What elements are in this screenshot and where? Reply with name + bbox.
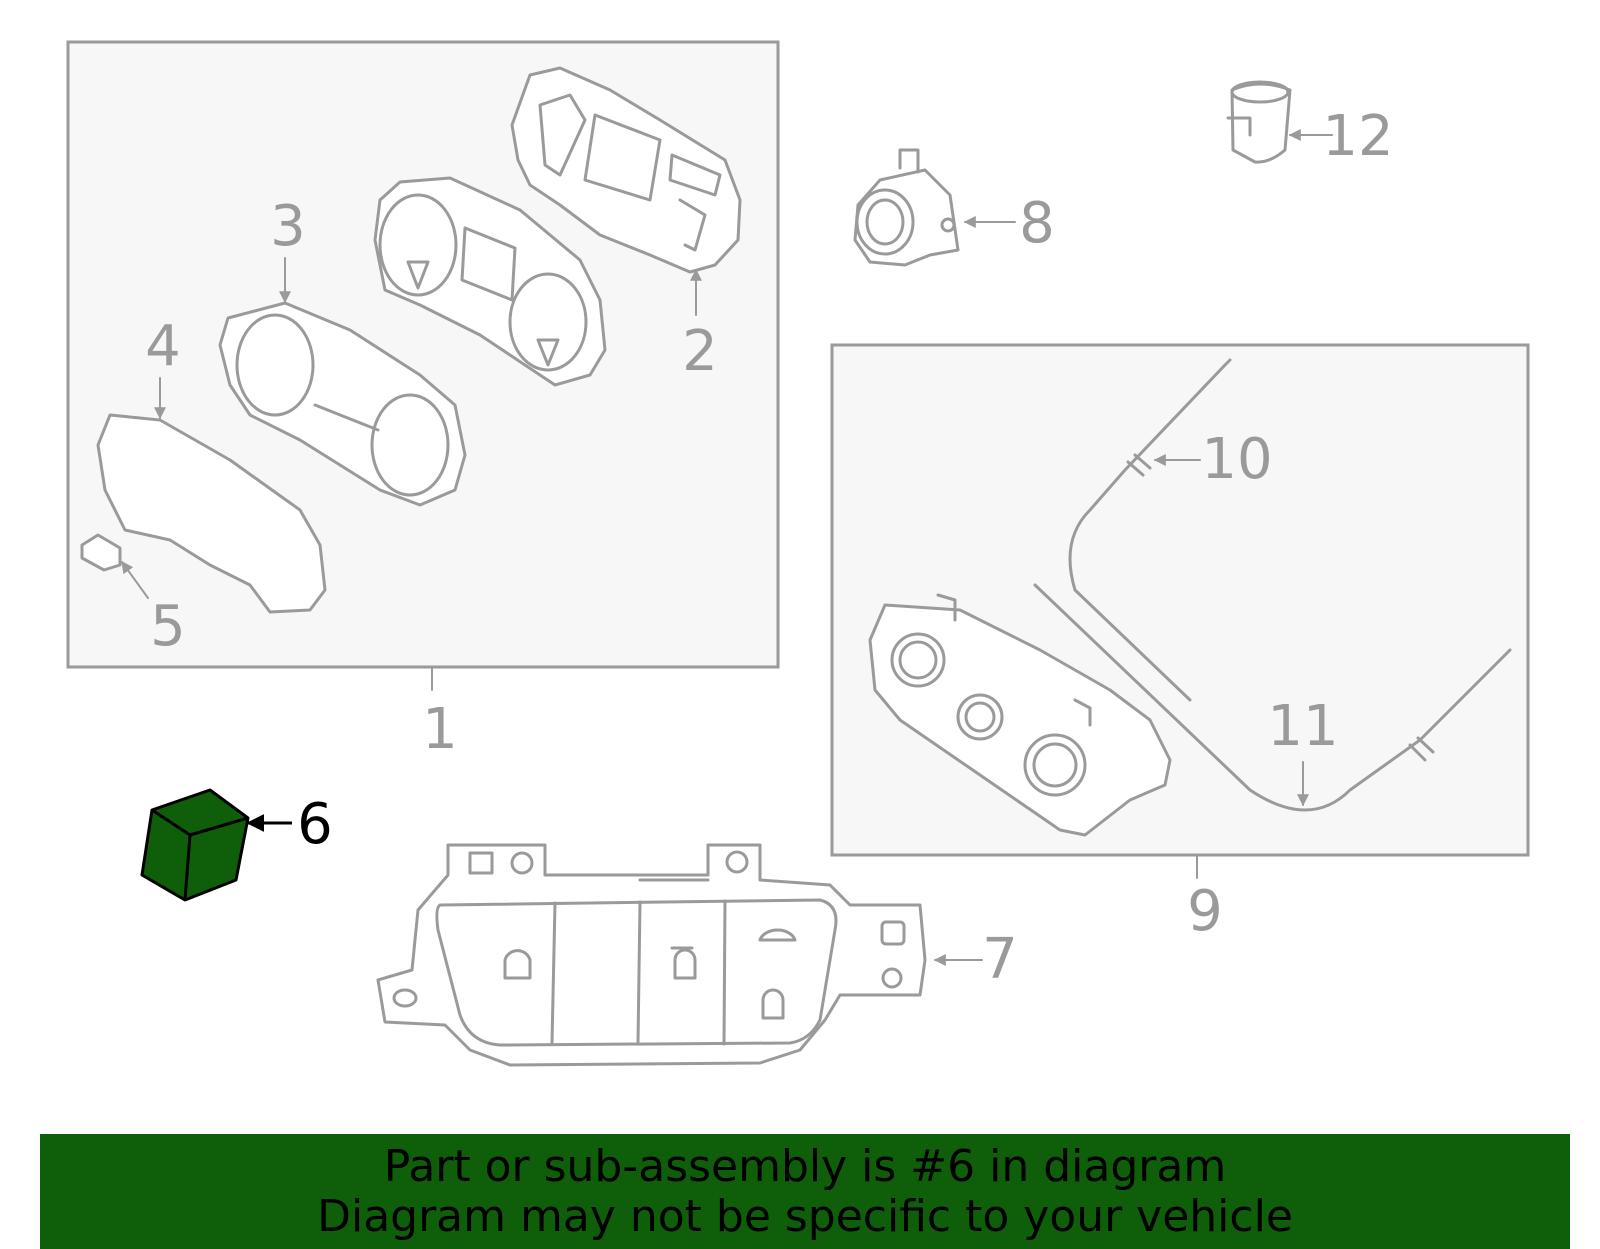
leader-5: [121, 561, 149, 599]
part-7-switch-panel: [376, 843, 927, 1067]
banner-line-2: Diagram may not be specific to your vehi…: [317, 1190, 1293, 1242]
part-12-connector: [1226, 80, 1292, 164]
callout-6: 6: [297, 792, 333, 857]
part-9-heater-control: [868, 593, 1172, 837]
callout-4: 4: [145, 314, 181, 379]
callout-10: 10: [1201, 427, 1272, 492]
callout-3: 3: [270, 194, 306, 259]
banner-line-1: Part or sub-assembly is #6 in diagram: [383, 1140, 1227, 1192]
callout-5: 5: [150, 594, 186, 659]
callout-2: 2: [682, 319, 718, 384]
group-box-heater-control: [830, 343, 1530, 857]
callout-8: 8: [1019, 191, 1055, 256]
info-banner: Part or sub-assembly is #6 in diagram Di…: [40, 1134, 1570, 1249]
part-11-cable: [1033, 583, 1512, 812]
part-3-bezel: [218, 301, 467, 507]
part-2-rear-housing: [510, 66, 742, 274]
part-5-clip: [80, 533, 122, 572]
callout-7: 7: [982, 927, 1018, 992]
part-6-highlighted: [140, 788, 250, 902]
part-4-lens: [96, 413, 327, 614]
part-8-buzzer: [853, 148, 960, 267]
callout-9: 9: [1187, 879, 1223, 944]
callout-1: 1: [422, 697, 458, 762]
part-gauge-face: [373, 176, 607, 387]
callout-12: 12: [1322, 104, 1393, 169]
part-10-cable: [1068, 358, 1232, 702]
callout-11: 11: [1267, 694, 1338, 759]
